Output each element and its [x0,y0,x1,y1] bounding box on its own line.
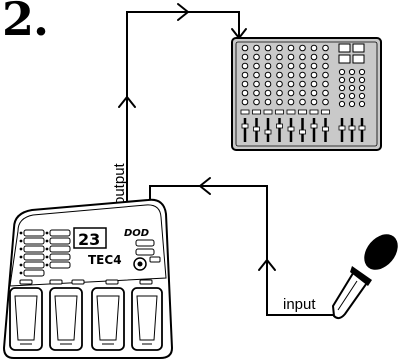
input-wire-arrows [199,177,276,271]
microphone-icon [331,234,398,320]
step-number: 2. [2,0,49,46]
mixer-master-section [338,68,366,142]
pedal-model: TEC4 [88,253,122,267]
pedal-footswitches [9,287,163,351]
multi-effects-pedal-icon: 23 DOD TEC4 [2,198,174,359]
pedal-button-grid [19,229,71,277]
output-wire [126,11,240,205]
pedal-display: 23 [78,230,100,249]
pedal-brand: DOD [124,228,149,239]
output-label: output [111,162,128,205]
input-wire [149,185,340,316]
input-label: input [283,296,316,313]
mixing-console-icon [231,37,382,151]
output-wire-arrows [118,3,247,108]
pedal-leds [19,279,153,285]
mixer-channel-strips [240,44,330,142]
